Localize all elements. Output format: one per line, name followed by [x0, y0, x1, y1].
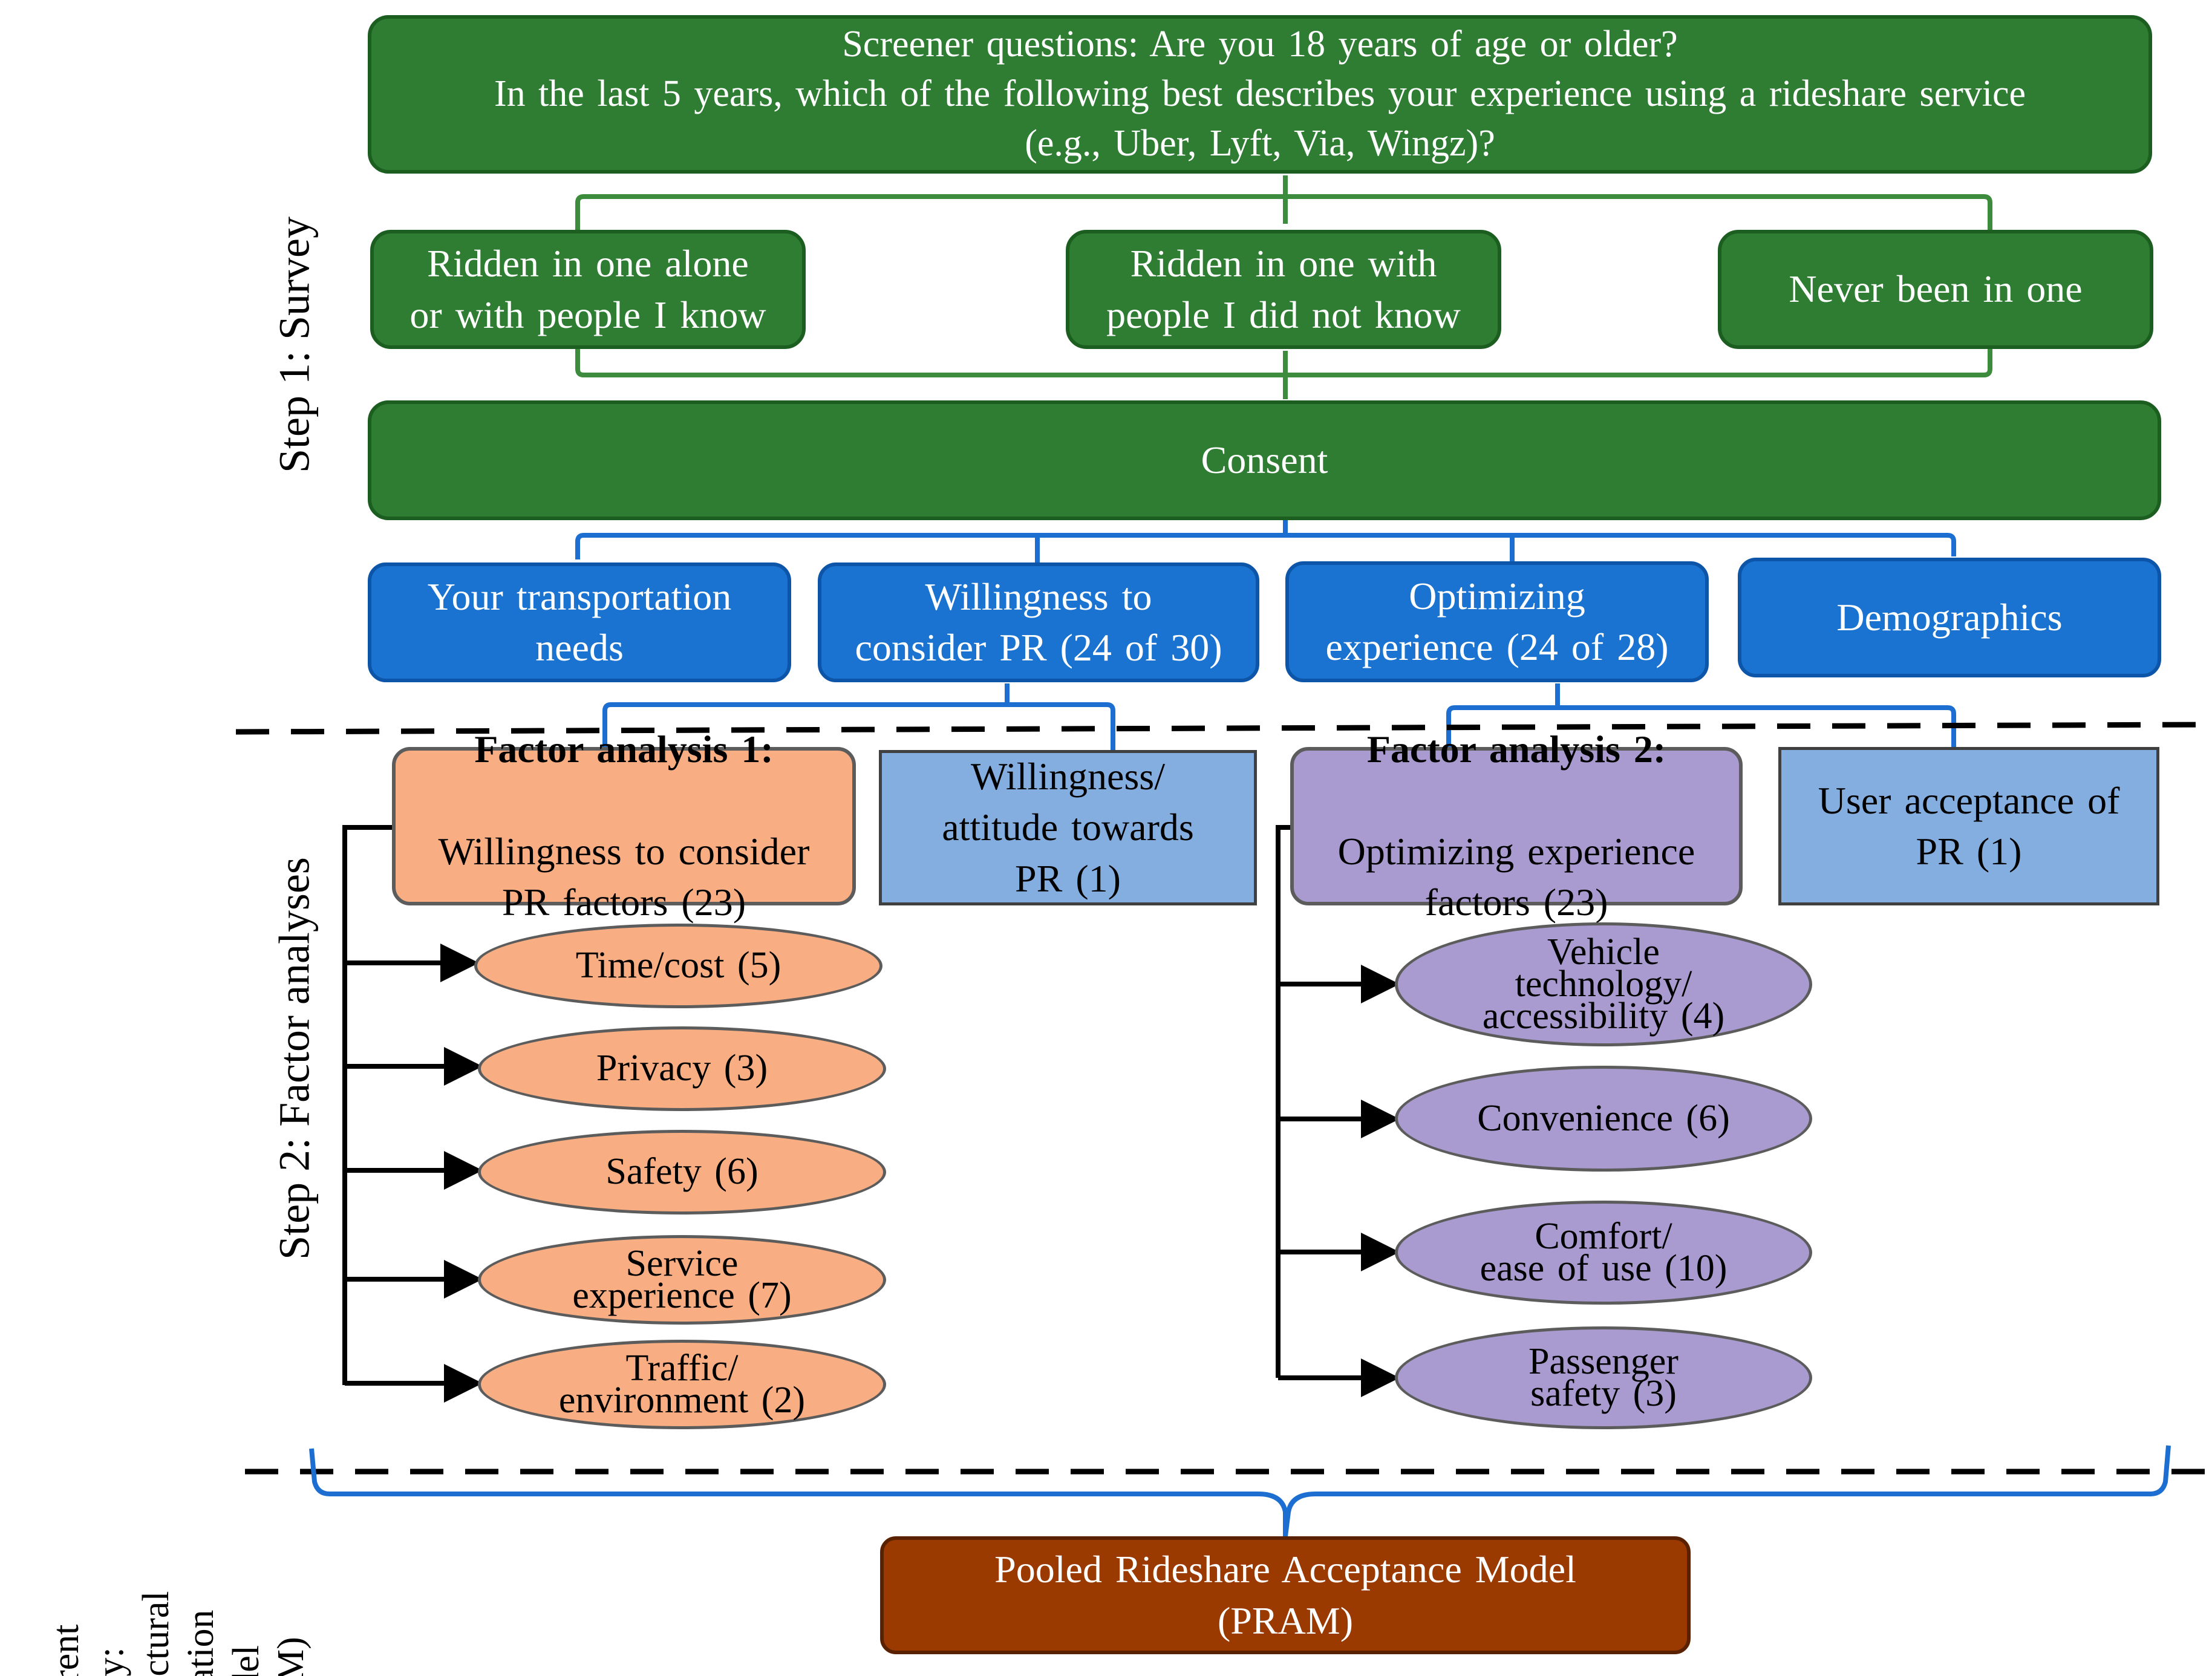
factor-analysis-1-box: Factor analysis 1: Willingness to consid…: [392, 728, 856, 924]
factor-analysis-1-subtitle: Willingness to consider PR factors (23): [438, 830, 810, 924]
factor-oval-privacy-text: Privacy (3): [596, 1048, 768, 1089]
factor-oval-vehicle-technology: Vehicle technology/ accessibility (4): [1395, 922, 1812, 1046]
factor-oval-safety-text: Safety (6): [605, 1151, 759, 1193]
factor-analysis-2-subtitle: Optimizing experience factors (23): [1337, 830, 1695, 924]
blue-bracket-left: [602, 702, 1115, 750]
screener-text: Screener questions: Are you 18 years of …: [494, 24, 2026, 164]
step1-label: Step 1: Survey: [270, 217, 319, 473]
willingness-attitude-text: Willingness/ attitude towards PR (1): [942, 754, 1194, 900]
section-optimizing-box: Optimizing experience (24 of 28): [1285, 561, 1709, 682]
tree-right-trunk: [1276, 825, 1290, 1378]
factor-oval-comfort: Comfort/ ease of use (10): [1395, 1201, 1812, 1305]
blue-bracket-consent: [575, 533, 1956, 559]
blue-bracket-right: [1446, 705, 1956, 750]
factor-oval-passenger-safety-text: Passenger safety (3): [1528, 1340, 1679, 1414]
section-optimizing-text: Optimizing experience (24 of 28): [1325, 574, 1669, 668]
factor-oval-passenger-safety: Passenger safety (3): [1395, 1326, 1812, 1429]
factor-oval-safety: Safety (6): [478, 1130, 886, 1215]
screener-box: Screener questions: Are you 18 years of …: [368, 15, 2152, 174]
factor-oval-convenience-text: Convenience (6): [1477, 1097, 1730, 1139]
factor-oval-convenience: Convenience (6): [1395, 1066, 1812, 1172]
factor-oval-comfort-text: Comfort/ ease of use (10): [1480, 1215, 1728, 1289]
factor-oval-privacy: Privacy (3): [478, 1026, 886, 1111]
option-strangers-text: Ridden in one with people I did not know: [1106, 242, 1461, 336]
factor-analysis-1-content: Factor analysis 1: Willingness to consid…: [410, 673, 838, 980]
factor-oval-time-cost-text: Time/cost (5): [575, 945, 781, 986]
factor-analysis-1-title: Factor analysis 1:: [474, 728, 774, 771]
factor-oval-traffic-environment-text: Traffic/ environment (2): [558, 1347, 806, 1421]
factor-oval-service-experience-text: Service experience (7): [572, 1242, 792, 1316]
option-alone-text: Ridden in one alone or with people I kno…: [409, 242, 766, 336]
section-demographics-text: Demographics: [1836, 595, 2063, 639]
option-strangers-box: Ridden in one with people I did not know: [1066, 230, 1501, 349]
factor-analysis-2-title: Factor analysis 2:: [1366, 728, 1666, 771]
factor-oval-traffic-environment: Traffic/ environment (2): [478, 1340, 886, 1429]
user-acceptance-box: User acceptance of PR (1): [1778, 747, 2159, 905]
section-willingness-box: Willingness to consider PR (24 of 30): [818, 562, 1259, 682]
section-transportation-box: Your transportation needs: [368, 562, 791, 682]
willingness-attitude-box: Willingness/ attitude towards PR (1): [879, 750, 1257, 905]
consent-box: Consent: [368, 400, 2161, 520]
consent-text: Consent: [1201, 438, 1328, 481]
user-acceptance-text: User acceptance of PR (1): [1818, 778, 2120, 873]
factor-analysis-2-box: Factor analysis 2: Optimizing experience…: [1290, 728, 1743, 924]
pram-text: Pooled Rideshare Acceptance Model (PRAM): [994, 1548, 1576, 1642]
tree-left-trunk: [342, 825, 392, 1385]
pram-box: Pooled Rideshare Acceptance Model (PRAM): [880, 1536, 1691, 1654]
option-never-box: Never been in one: [1718, 230, 2153, 349]
factor-oval-service-experience: Service experience (7): [478, 1235, 886, 1325]
option-alone-box: Ridden in one alone or with people I kno…: [370, 230, 806, 349]
factor-oval-time-cost: Time/cost (5): [474, 924, 883, 1008]
sem-study-label: Current study: Structural equation model…: [45, 1591, 312, 1676]
step2-label: Step 2: Factor analyses: [270, 857, 319, 1260]
section-transportation-text: Your transportation needs: [427, 575, 732, 669]
sem-brace: [309, 1445, 2171, 1537]
section-willingness-text: Willingness to consider PR (24 of 30): [855, 575, 1222, 669]
factor-oval-vehicle-technology-text: Vehicle technology/ accessibility (4): [1482, 931, 1725, 1037]
option-never-text: Never been in one: [1789, 267, 2083, 311]
section-demographics-box: Demographics: [1738, 558, 2161, 677]
factor-analysis-2-content: Factor analysis 2: Optimizing experience…: [1308, 673, 1724, 980]
